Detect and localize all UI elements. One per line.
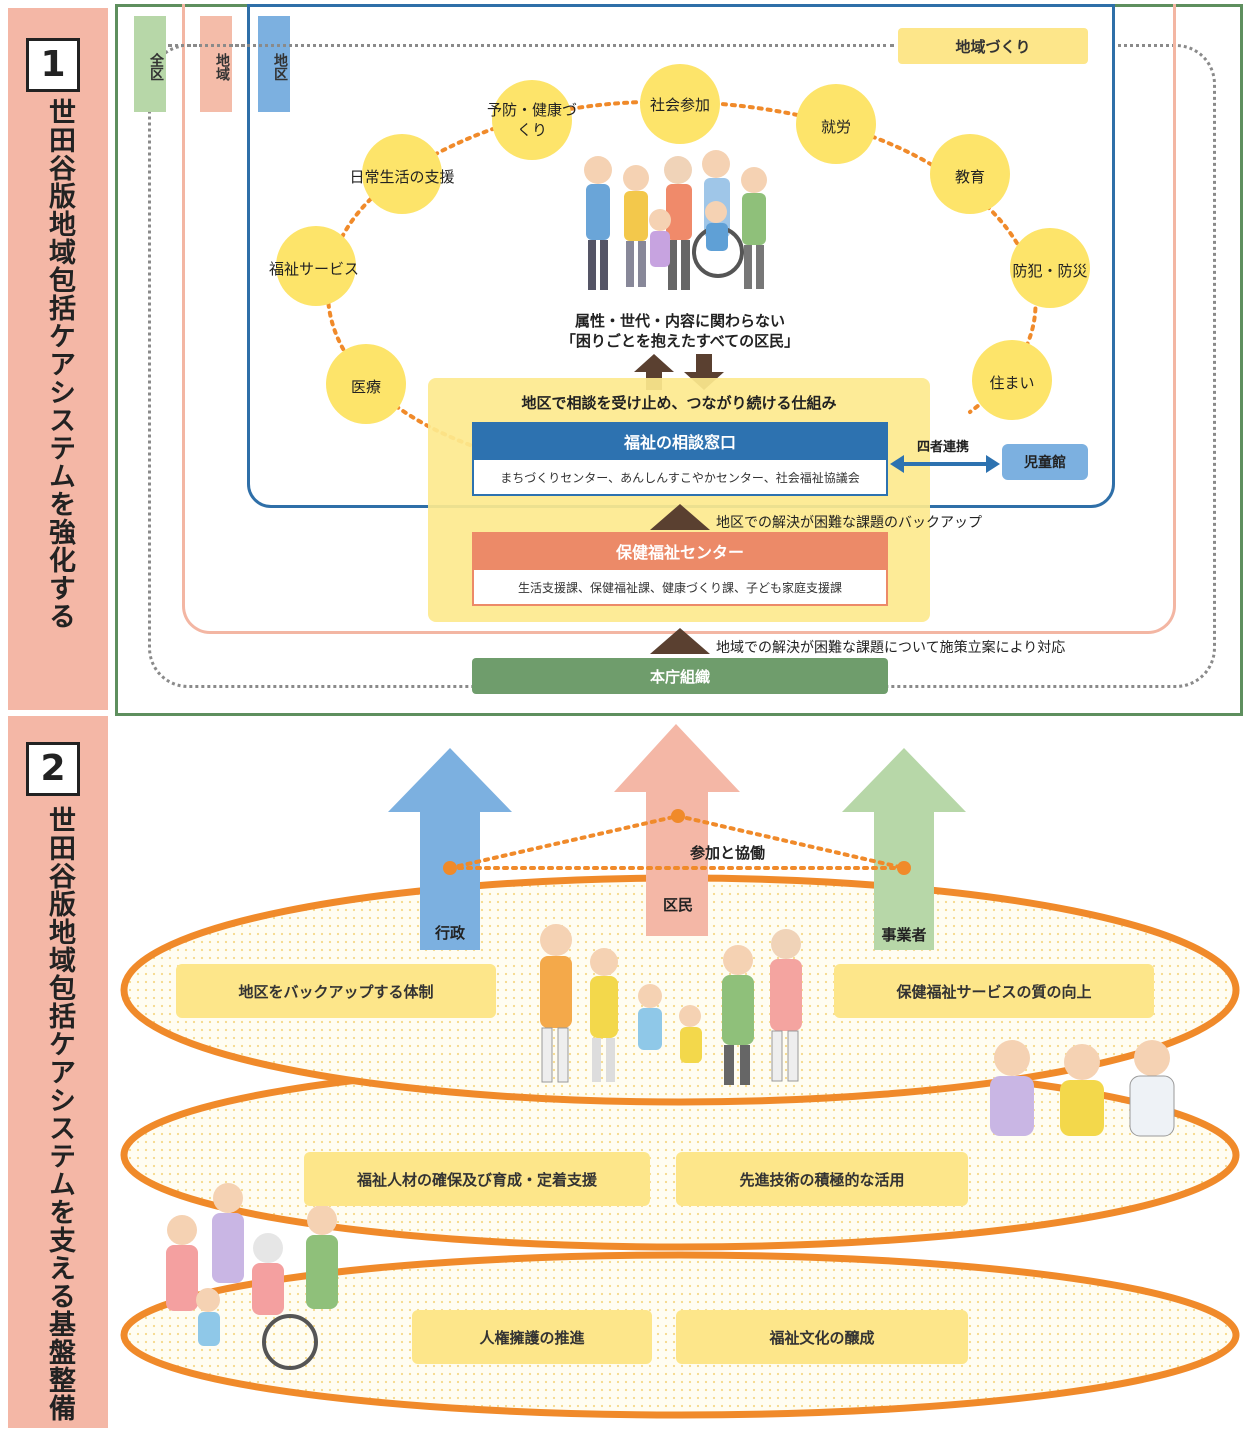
circle-housing (972, 340, 1052, 420)
section1-number: 1 (26, 38, 80, 92)
honcho-box: 本庁組織 (472, 658, 888, 694)
layer3-right-box: 福祉文化の醸成 (676, 1310, 968, 1364)
circle-prevention (492, 80, 572, 160)
zenku-tag: 全区 (134, 16, 166, 112)
circle-daily (362, 134, 442, 214)
residents-caption-2: 「困りごとを抱えたすべての区民」 (560, 332, 800, 350)
collab-line-right (676, 814, 906, 870)
chiiki-tag: 地域 (200, 16, 232, 112)
welfare-window-header: 福祉の相談窓口 (472, 422, 888, 460)
label-housing: 住まい (989, 374, 1035, 392)
policy-triangle (650, 628, 710, 654)
circle-welfare (276, 226, 356, 306)
jidoukan-label: 児童館 (1024, 455, 1066, 471)
circle-social (640, 64, 720, 144)
family-illustration (584, 150, 767, 290)
circle-medical (326, 344, 406, 424)
section2-title: 世田谷版地域包括ケアシステムを支える基盤整備 (44, 806, 75, 1422)
label-prevention: 予防・健康づくり (486, 101, 577, 139)
chiku-tag: 地区 (258, 16, 290, 112)
section2-number: 2 (26, 742, 80, 796)
backup-label: 地区での解決が困難な課題のバックアップ (716, 515, 982, 531)
layer1-left-box: 地区をバックアップする体制 (176, 964, 496, 1018)
layer1-family-illustration (540, 924, 802, 1085)
jigyosha-arrow (842, 748, 966, 950)
kumin-arrow (614, 724, 740, 936)
circle-crime (1010, 228, 1090, 308)
layer1-right-box: 保健福祉サービスの質の向上 (834, 964, 1154, 1018)
kumin-label: 区民 (662, 896, 693, 914)
section1-band (8, 8, 108, 710)
label-daily: 日常生活の支援 (349, 168, 455, 186)
layer2-left-box: 福祉人材の確保及び育成・定着支援 (304, 1152, 650, 1206)
health-center-sub: 生活支援課、保健福祉課、健康づくり課、子ども家庭支援課 (517, 581, 842, 595)
care-group-illustration (166, 1183, 338, 1370)
label-welfare: 福祉サービス (268, 260, 359, 278)
jigyosha-label: 事業者 (881, 926, 927, 944)
welfare-window-sub: まちづくりセンター、あんしんすこやかセンター、社会福祉協議会 (500, 471, 860, 485)
health-center-header: 保健福祉センター (472, 532, 888, 570)
jidoukan-box: 児童館 (1002, 444, 1088, 480)
section1-title: 世田谷版地域包括ケアシステムを強化する (44, 98, 75, 630)
health-center-title: 保健福祉センター (615, 543, 744, 562)
yonsha-renkei-label: 四者連携 (916, 440, 969, 455)
label-social: 社会参加 (649, 96, 710, 114)
layer3-left-box: 人権擁護の推進 (412, 1310, 652, 1364)
backup-triangle (650, 504, 710, 530)
collab-line-left (448, 814, 680, 870)
sankato-kyodo-label: 参加と協働 (690, 844, 766, 862)
family-figures (584, 150, 767, 290)
welfare-window-title: 福祉の相談窓口 (623, 433, 736, 452)
professionals-illustration (990, 1040, 1175, 1137)
circle-education (930, 134, 1010, 214)
section2-band (8, 716, 108, 1428)
gyosei-label: 行政 (434, 924, 465, 942)
label-education: 教育 (954, 168, 985, 186)
honcho-label: 本庁組織 (649, 667, 710, 686)
mechanism-label: 地区で相談を受け止め、つながり続ける仕組み (521, 394, 837, 412)
policy-label: 地域での解決が困難な課題について施策立案により対応 (716, 640, 1066, 656)
yonsha-arrow (890, 455, 1000, 473)
circle-work (796, 84, 876, 164)
gyosei-arrow (388, 748, 512, 950)
label-crime: 防犯・防災 (1012, 262, 1088, 280)
layer2-right-box: 先進技術の積極的な活用 (676, 1152, 968, 1206)
label-work: 就労 (820, 118, 851, 136)
label-medical: 医療 (350, 378, 381, 396)
chiiki-zukuri-label: 地域づくり (898, 28, 1088, 64)
up-arrow (634, 354, 674, 390)
top-dotted-line (168, 44, 894, 47)
residents-caption-1: 属性・世代・内容に関わらない (574, 312, 785, 330)
